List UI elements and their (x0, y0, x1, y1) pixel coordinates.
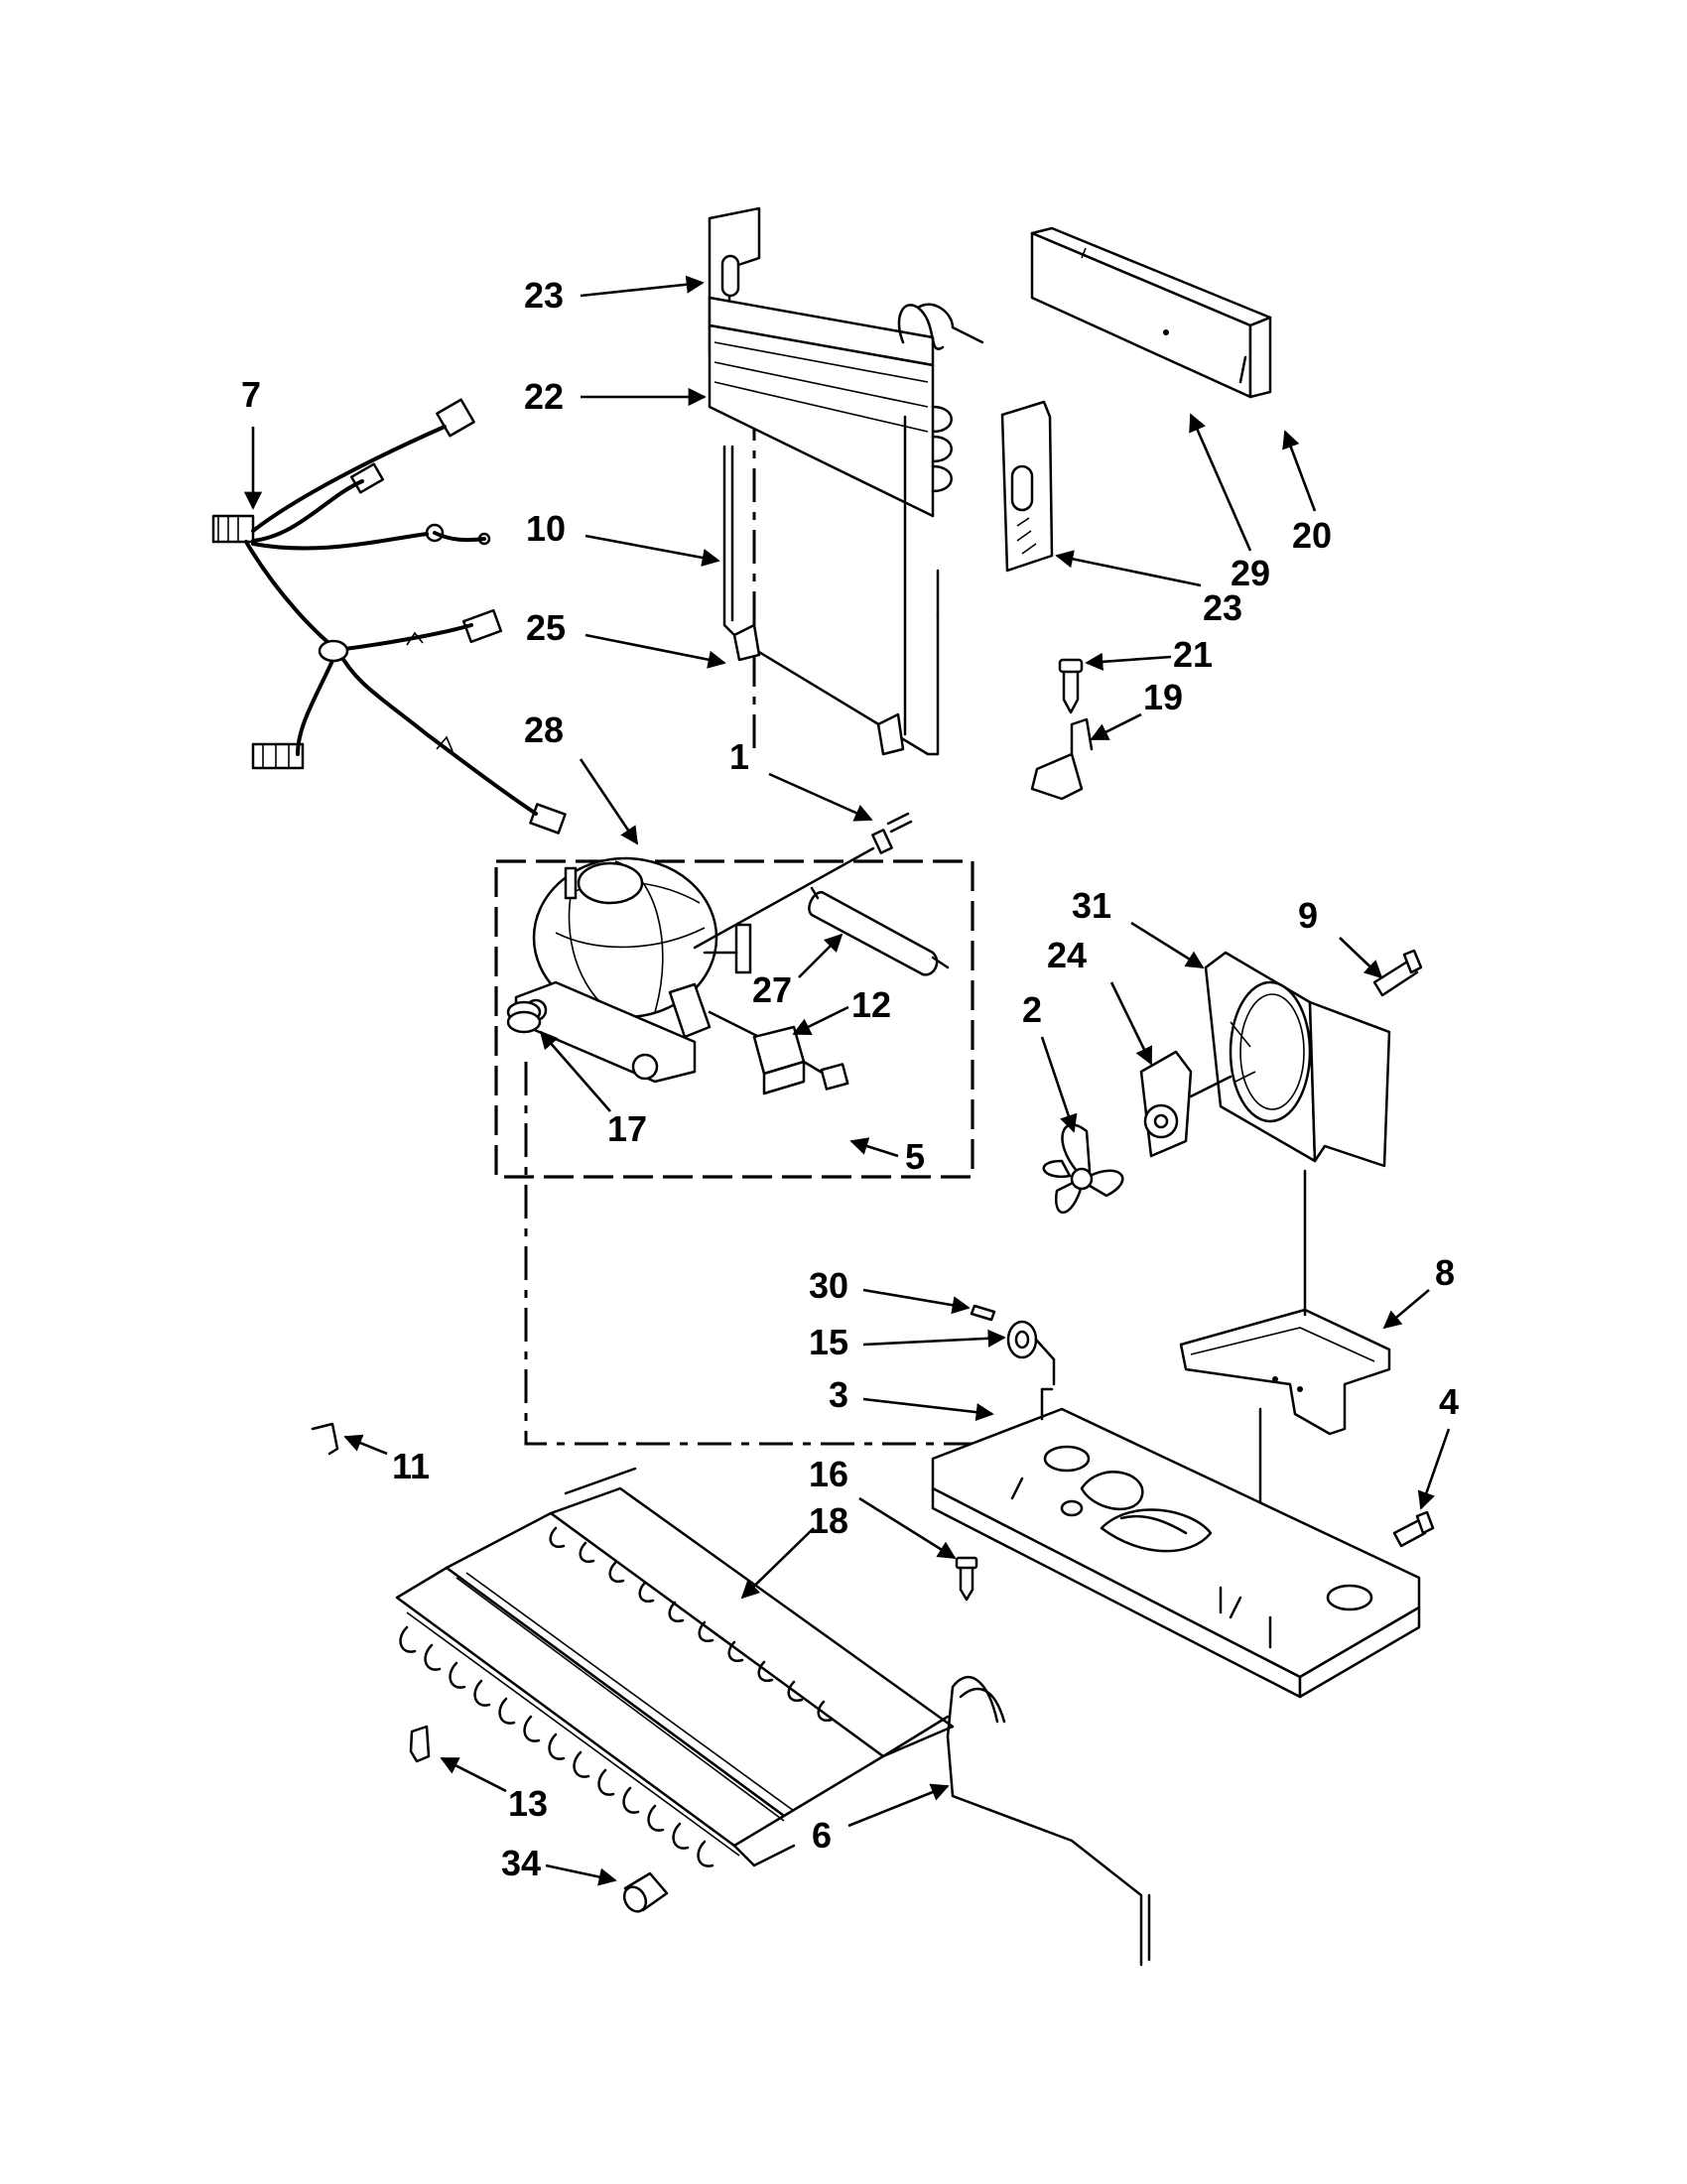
base-plate-part (931, 1387, 1421, 1699)
callout-24: 24 (1047, 935, 1087, 975)
callout-25: 25 (526, 607, 566, 648)
screw-9-part (1372, 949, 1423, 997)
screw-4-part (1392, 1510, 1435, 1548)
callout-29: 29 (1231, 553, 1270, 593)
callout-7: 7 (241, 374, 261, 415)
fan-shroud-part (1204, 951, 1391, 1168)
leader-23-top (580, 275, 705, 298)
leader-9 (1339, 937, 1383, 979)
leader-10 (584, 534, 720, 567)
compressor-part (514, 846, 875, 1084)
screw-1-part (871, 812, 913, 854)
leader-29 (1189, 413, 1252, 552)
callout-23-right: 23 (1203, 587, 1242, 628)
callout-31: 31 (1072, 885, 1111, 926)
evaporator-bracket-right-part (1000, 400, 1054, 573)
leader-5 (849, 1137, 899, 1158)
callout-9: 9 (1298, 895, 1318, 936)
condenser-coil-part (395, 1467, 955, 1867)
callout-15: 15 (809, 1322, 848, 1362)
callout-21: 21 (1173, 634, 1213, 675)
callout-17: 17 (607, 1108, 647, 1149)
callout-18: 18 (809, 1500, 848, 1541)
callout-8: 8 (1435, 1252, 1455, 1293)
callout-12: 12 (851, 984, 891, 1025)
callout-22: 22 (524, 376, 564, 417)
clip-13-part (409, 1725, 431, 1763)
duct-cover-part (1030, 226, 1272, 399)
callout-3: 3 (829, 1374, 848, 1415)
fan-blade-part (1042, 1123, 1124, 1215)
callout-28: 28 (524, 709, 564, 750)
callout-19: 19 (1143, 677, 1183, 717)
leader-8 (1382, 1289, 1430, 1330)
callout-5: 5 (905, 1136, 925, 1177)
leader-27 (798, 933, 844, 978)
leader-3 (862, 1397, 994, 1422)
leader-12 (792, 1005, 849, 1036)
leader-24 (1109, 981, 1153, 1066)
callout-4: 4 (1439, 1381, 1459, 1422)
screw-clip-part (1030, 658, 1094, 801)
leader-13 (440, 1756, 507, 1793)
compressor-to-base-guide-line (524, 1062, 1002, 1446)
leader-34 (545, 1863, 617, 1886)
grommet-15-part (1006, 1320, 1056, 1386)
evaporator-part (708, 206, 984, 518)
tube-6-part (946, 1675, 1151, 1967)
leader-15 (862, 1329, 1006, 1348)
screw-16-part (955, 1556, 978, 1602)
filter-drier-part (808, 886, 950, 976)
leader-lines (243, 275, 1451, 1886)
leader-31 (1130, 921, 1205, 969)
assembly-guides (494, 407, 1002, 1446)
leader-20 (1282, 430, 1317, 512)
callout-34: 34 (501, 1843, 541, 1883)
callout-16: 16 (809, 1454, 848, 1494)
grommet-part (506, 1000, 542, 1034)
leader-11 (343, 1434, 388, 1456)
leader-6 (847, 1783, 950, 1828)
callout-11: 11 (392, 1446, 430, 1486)
leader-1 (768, 772, 873, 822)
callout-6: 6 (812, 1815, 832, 1856)
wire-harness-part (211, 398, 567, 835)
leader-17 (539, 1030, 611, 1112)
callout-10: 10 (526, 508, 566, 549)
fan-motor-part (1139, 1050, 1233, 1158)
callout-30: 30 (809, 1265, 848, 1306)
callout-20: 20 (1292, 515, 1332, 556)
leader-4 (1417, 1428, 1451, 1510)
leader-2 (1040, 1036, 1078, 1133)
leader-28 (579, 758, 639, 845)
leader-19 (1090, 712, 1142, 741)
callout-2: 2 (1022, 989, 1042, 1030)
clip-11-part (311, 1422, 339, 1456)
callout-23-top: 23 (524, 275, 564, 316)
compressor-assembly-box (494, 859, 974, 1179)
callout-27: 27 (752, 969, 792, 1010)
leader-23-right (1055, 550, 1202, 587)
leader-21 (1085, 652, 1172, 671)
leader-25 (584, 633, 726, 669)
pin-30-part (970, 1304, 996, 1322)
defrost-heater-part (722, 415, 940, 756)
leader-18 (740, 1527, 815, 1600)
relay-part (752, 1025, 849, 1095)
callout-13: 13 (508, 1783, 548, 1824)
callout-labels: 23 22 7 10 25 28 1 27 12 17 5 20 29 23 2… (241, 275, 1459, 1883)
leader-16 (858, 1496, 957, 1560)
cap-34-part (622, 1871, 669, 1913)
leader-30 (862, 1288, 971, 1315)
callout-1: 1 (729, 736, 749, 777)
